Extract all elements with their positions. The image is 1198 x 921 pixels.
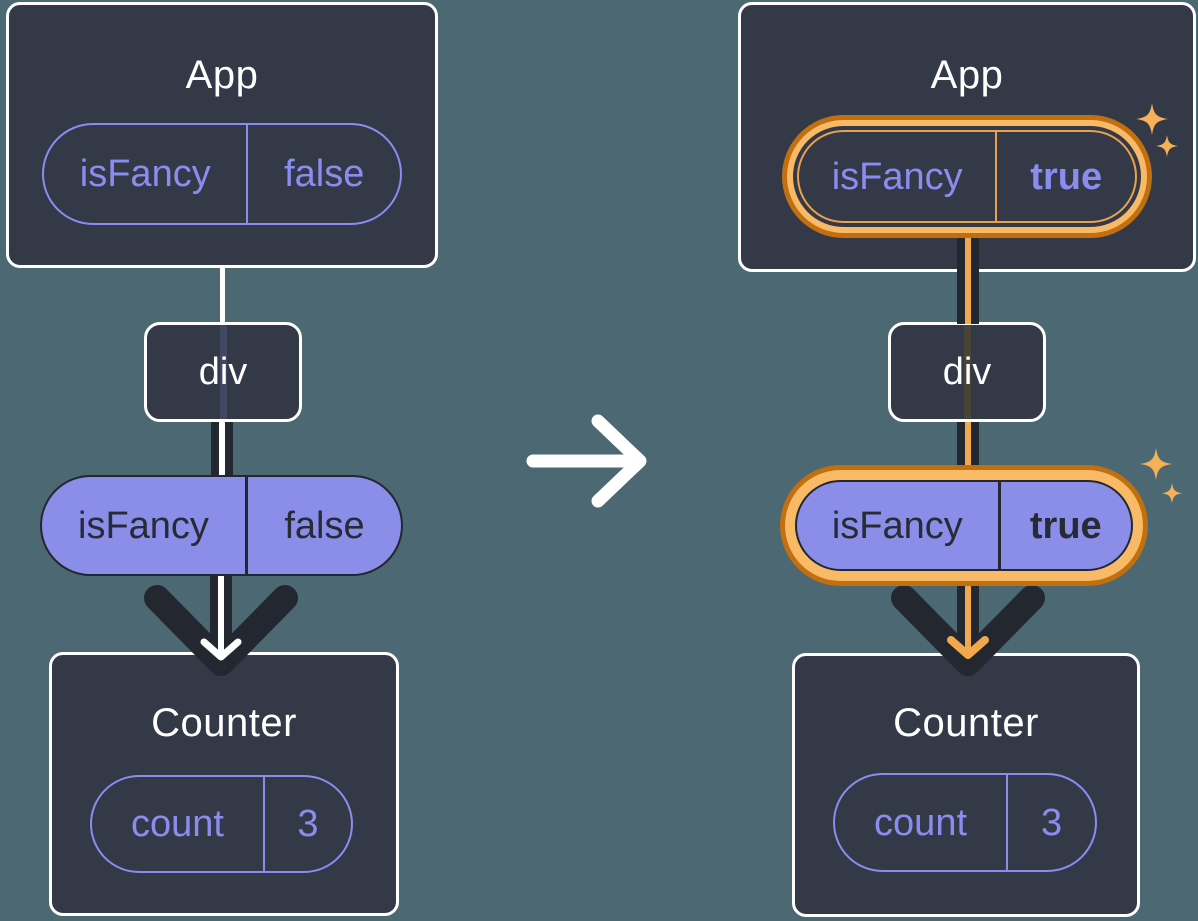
after-passed-sparkles-icon [1140,448,1182,504]
after-shaft-upper [957,422,979,477]
after-div-card: div [888,322,1046,422]
before-shaft-upper [211,422,233,477]
after-passed-prop-pill: isFancy true [795,480,1133,571]
before-prop-line-faded [219,325,227,419]
before-connector-app-div [219,266,225,324]
after-passed-prop-highlight-ring: isFancy true [780,465,1148,586]
before-shaft-upper-core [219,422,225,477]
after-connector-core [965,238,971,324]
after-passed-prop-value: true [997,482,1131,569]
before-prop-arrow-icon [144,576,298,676]
after-app-prop-highlight-ring: isFancy true [782,115,1152,238]
transition-right-arrow-icon [526,414,647,508]
before-passed-prop-pill: isFancy false [40,475,403,576]
after-div-label: div [942,350,992,393]
after-passed-prop-name: isFancy [831,504,963,547]
before-div-card: div [144,322,302,422]
after-counter-title: Counter [893,701,1039,745]
after-app-title: App [930,53,1004,97]
before-div-label: div [198,350,248,393]
before-app-title: App [185,53,259,97]
after-prop-line-faded [963,325,971,419]
before-counter-state-value: 3 [262,777,351,871]
after-app-prop-pill: isFancy true [797,130,1137,223]
after-counter-state-value: 3 [1006,775,1095,870]
after-app-prop-name: isFancy [831,155,963,198]
before-app-prop-pill: isFancy false [42,123,402,225]
after-connector-app-div [957,238,979,324]
before-counter-title: Counter [151,701,297,745]
after-counter-state-pill: count 3 [833,773,1097,872]
before-passed-prop-name: isFancy [78,504,209,547]
before-passed-prop-value: false [244,477,401,574]
before-counter-state-pill: count 3 [90,775,353,873]
after-app-prop-value: true [995,132,1135,221]
after-prop-arrow-icon [891,578,1045,676]
after-shaft-upper-core [965,422,971,477]
before-counter-state-name: count [130,803,224,845]
after-app-sparkles-icon [1136,103,1178,157]
before-app-prop-value: false [246,125,400,223]
before-app-prop-name: isFancy [79,153,211,195]
after-counter-state-name: count [874,801,968,844]
